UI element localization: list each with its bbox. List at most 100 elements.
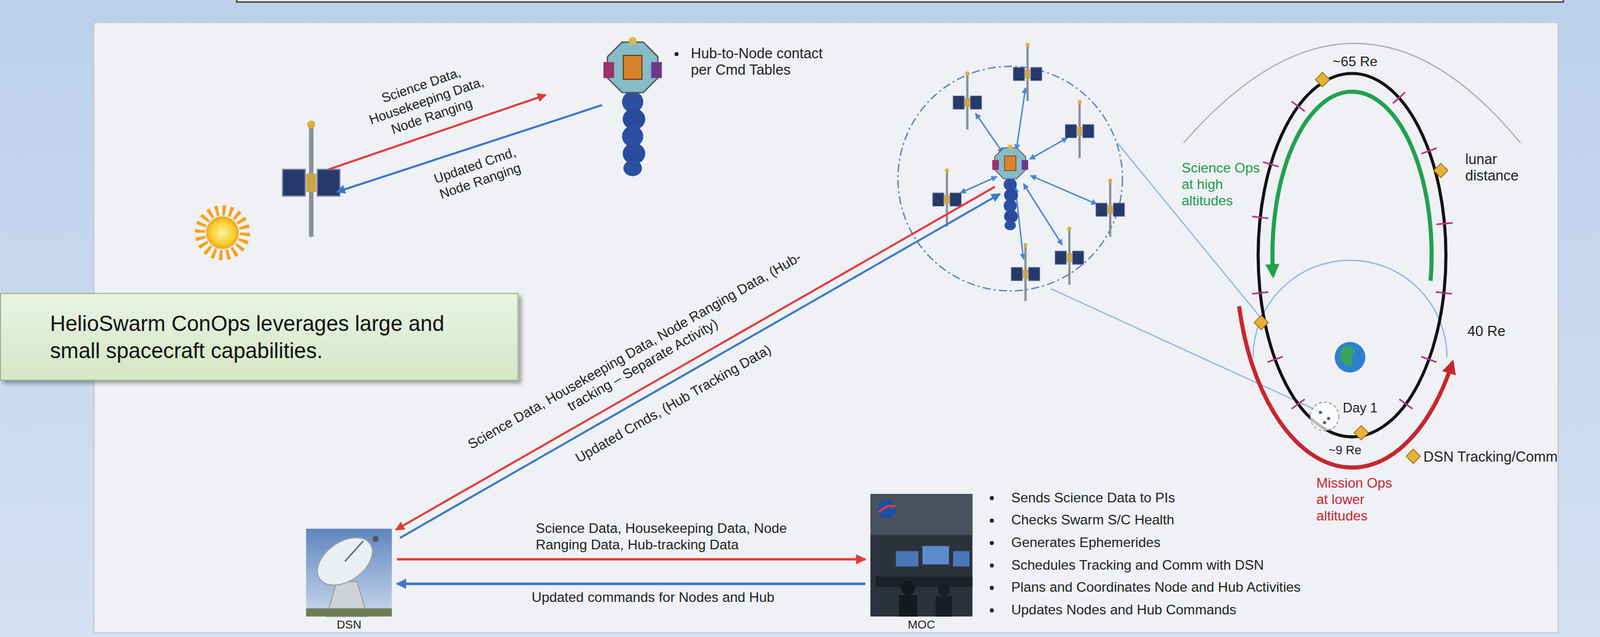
edge-label: Updated commands for Nodes and Hub bbox=[531, 589, 775, 607]
swarm bbox=[952, 71, 982, 130]
label-text: Updates Nodes and Hub Commands bbox=[1011, 601, 1237, 619]
swarm bbox=[1065, 100, 1095, 159]
moc-picture bbox=[935, 596, 952, 617]
label-text: lunar distance bbox=[1465, 151, 1535, 184]
callout-box: HelioSwarm ConOps leverages large and sm… bbox=[0, 292, 519, 381]
dsn-picture bbox=[344, 540, 364, 562]
label-text: Plans and Coordinates Node and Hub Activ… bbox=[1011, 579, 1301, 597]
swarm bbox=[898, 42, 1125, 301]
swarm-projection-lines bbox=[1050, 143, 1324, 414]
node-text: MOC bbox=[868, 618, 975, 632]
node-text: HelioSwarm ConOps leverages large and sm… bbox=[49, 309, 487, 365]
swarm-links bbox=[1029, 137, 1068, 160]
orbit-tick bbox=[1393, 92, 1406, 103]
moc-picture bbox=[895, 550, 919, 567]
top-bar bbox=[236, 0, 1564, 3]
moc-bullets bbox=[989, 585, 994, 590]
dsn-diamond bbox=[1353, 425, 1369, 440]
label-text: Day 1 bbox=[1342, 399, 1378, 417]
science-ops-arc bbox=[1272, 91, 1432, 281]
dsn-picture bbox=[305, 607, 392, 616]
orbit-tick bbox=[1399, 399, 1413, 409]
mission-ops-arc bbox=[1239, 305, 1453, 468]
moc-picture bbox=[870, 493, 973, 617]
label-text: Checks Swarm S/C Health bbox=[1011, 512, 1175, 529]
label-text: Science Data, Housekeeping Data, Node Ra… bbox=[354, 55, 498, 146]
dsn-diamond bbox=[1253, 72, 1448, 441]
label-text: 40 Re bbox=[1467, 322, 1505, 339]
swarm-links bbox=[1030, 175, 1097, 205]
node-spacecraft-top bbox=[282, 120, 340, 237]
sun bbox=[205, 216, 239, 249]
dsn-station: DSN bbox=[304, 526, 395, 632]
orbit-tick bbox=[1291, 101, 1305, 111]
hub-bullet bbox=[674, 52, 679, 56]
label-text: Updated Cmd, Node Ranging bbox=[421, 140, 533, 206]
earth bbox=[1340, 346, 1356, 366]
orbit-tick bbox=[1421, 356, 1437, 362]
moc-picture bbox=[877, 499, 896, 519]
day1-swarm bbox=[1318, 410, 1322, 414]
earth bbox=[1334, 341, 1366, 373]
moc-center: MOC bbox=[868, 492, 975, 632]
dsn-diamond bbox=[1253, 315, 1269, 330]
node-text: DSN bbox=[304, 618, 395, 632]
moc-picture bbox=[870, 493, 973, 617]
orbit-tick bbox=[1252, 291, 1269, 294]
edge-label: Science Data, Housekeeping Data, Node Ra… bbox=[535, 520, 812, 554]
moc-bullets bbox=[989, 540, 994, 545]
label-text: ~65 Re bbox=[1332, 54, 1378, 71]
moc-bullets bbox=[989, 518, 994, 523]
orbit-tick bbox=[1435, 291, 1453, 294]
legend-diamond bbox=[1406, 449, 1421, 464]
orbit-tick bbox=[1252, 216, 1269, 219]
moc-picture bbox=[875, 576, 973, 587]
moc-picture bbox=[878, 505, 896, 513]
day1-swarm bbox=[1322, 420, 1326, 424]
day1-swarm bbox=[1310, 402, 1340, 431]
swarm-links bbox=[1023, 183, 1063, 245]
label-text: Hub-to-Node contact per Cmd Tables bbox=[690, 44, 844, 78]
swarm bbox=[898, 66, 1123, 291]
label-text: Schedules Tracking and Comm with DSN bbox=[1011, 557, 1265, 574]
earth bbox=[1334, 341, 1366, 373]
legend-item: DSN Tracking/Comm bbox=[1404, 447, 1558, 465]
dsn-diamond bbox=[1315, 72, 1330, 87]
hub-spacecraft-top bbox=[603, 36, 662, 176]
orbit bbox=[1258, 73, 1447, 437]
dsn-picture bbox=[305, 527, 392, 617]
swarm-links bbox=[960, 176, 998, 193]
top-bar bbox=[236, 0, 1564, 3]
moc-bullets bbox=[989, 496, 994, 500]
label-text: Sends Science Data to PIs bbox=[1011, 489, 1176, 507]
sun bbox=[200, 210, 245, 256]
swarm-links bbox=[1016, 87, 1026, 150]
dsn-diamond bbox=[1433, 163, 1448, 178]
orbit-tick bbox=[1436, 222, 1453, 225]
dsn-picture bbox=[308, 527, 382, 595]
hub-bullet bbox=[674, 52, 679, 56]
swarm bbox=[1096, 178, 1125, 237]
legend-diamond bbox=[1404, 447, 1422, 465]
swarm-links bbox=[960, 87, 1098, 260]
moc-bullets bbox=[989, 563, 994, 568]
moc-picture bbox=[952, 550, 970, 567]
orbit-tick bbox=[1262, 161, 1279, 167]
label-text: Mission Ops at lower altitudes bbox=[1316, 475, 1407, 525]
dsn-picture bbox=[372, 535, 379, 542]
day1-swarm bbox=[1310, 402, 1340, 431]
label-text: Science Ops at high altitudes bbox=[1181, 160, 1266, 210]
label-text: Generates Ephemerides bbox=[1011, 534, 1161, 551]
sun bbox=[200, 210, 245, 256]
moc-picture bbox=[900, 580, 916, 595]
moc-picture bbox=[922, 545, 950, 564]
orbit-tick bbox=[1291, 399, 1305, 409]
swarm-links bbox=[975, 113, 1004, 153]
node-spacecraft-top bbox=[282, 120, 340, 237]
moc-bullets bbox=[989, 496, 994, 613]
data-flow-arrow bbox=[397, 582, 866, 585]
swarm bbox=[1011, 242, 1041, 301]
swarm bbox=[992, 144, 1029, 231]
